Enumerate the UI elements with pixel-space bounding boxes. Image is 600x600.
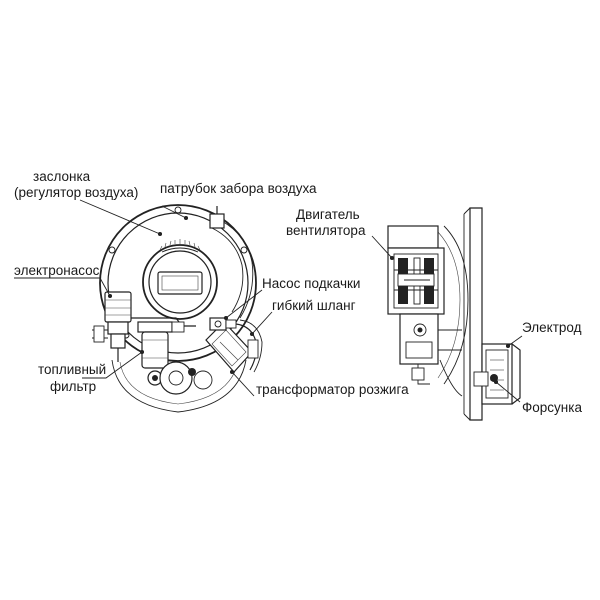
label-electric-pump: электронасос <box>14 263 100 278</box>
burner-side-view <box>387 207 521 421</box>
sight-window <box>157 271 203 295</box>
left-leaders <box>14 199 273 397</box>
label-fuel-filter-line1: топливный <box>38 362 106 377</box>
label-fan-motor-line1: Двигатель <box>296 207 360 222</box>
burner-front-view <box>92 204 263 413</box>
fan-motor <box>387 225 445 315</box>
label-fuel-filter-line2: фильтр <box>50 379 96 394</box>
label-fan-motor-line2: вентилятора <box>286 223 366 238</box>
side-mount-plate <box>469 207 483 421</box>
label-damper-line1: заслонка <box>33 169 91 184</box>
blast-tube <box>473 343 521 405</box>
electric-pump <box>92 291 132 362</box>
fuel-filter <box>137 321 173 386</box>
mounting-flange <box>111 359 247 413</box>
label-electrode: Электрод <box>522 320 582 335</box>
right-leaders <box>371 235 523 403</box>
side-lower-body <box>399 313 463 397</box>
label-damper-line2: (регулятор воздуха) <box>14 185 138 200</box>
damper-scale <box>159 239 201 251</box>
label-air-intake: патрубок забора воздуха <box>160 181 317 196</box>
combustion-head <box>159 361 213 395</box>
damper-lever <box>209 213 225 229</box>
booster-pump <box>209 317 237 331</box>
label-nozzle: Форсунка <box>522 400 582 415</box>
label-booster-pump: Насос подкачки <box>262 276 360 291</box>
label-ignition-transformer: трансформатор розжига <box>256 382 409 397</box>
label-flexible-hose: гибкий шланг <box>272 298 356 313</box>
flexible-hose <box>235 319 263 373</box>
